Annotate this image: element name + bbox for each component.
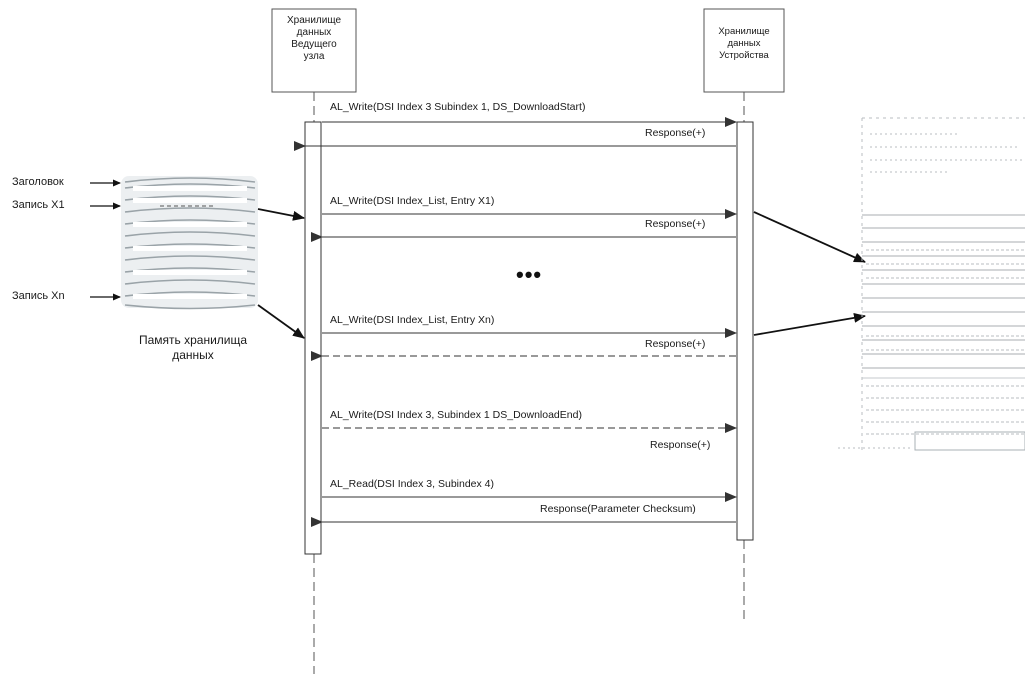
memory-to-master-arrow-1 [257,208,305,221]
device-storage-label: Хранилище данных Устройства [704,26,784,62]
record-xn-label: Запись Xn [12,290,65,302]
memory-caption-line: данных [172,348,214,362]
device-description-document [838,117,1025,451]
master-label-line: Ведущего [291,39,337,50]
msg-response-2-label: Response(+) [645,218,706,230]
header-label: Заголовок [12,176,64,188]
msg-download-start-label: AL_Write(DSI Index 3 Subindex 1, DS_Down… [330,101,586,113]
memory-to-master-arrow-2 [257,304,305,339]
master-storage-label: Хранилище данных Ведущего узла [272,15,356,63]
record-x1-label: Запись X1 [12,199,65,211]
device-label-line: Хранилище [718,26,770,37]
master-label-line: узла [303,51,325,62]
device-label-line: Устройства [719,50,769,61]
device-activation-bar [736,121,754,541]
master-label-line: данных [296,27,332,38]
msg-read-checksum-label: AL_Read(DSI Index 3, Subindex 4) [330,478,495,490]
memory-caption-line: Память хранилища [138,333,248,347]
device-storage-box [703,8,785,93]
memory-stack [121,176,258,310]
device-to-document-arrow-1 [753,211,866,263]
master-storage-box [271,8,357,93]
device-to-document-arrow-2 [753,312,866,336]
device-label-line: данных [727,38,761,49]
message-arrows [294,117,737,527]
msg-response-3-label: Response(+) [645,338,706,350]
ellipsis-indicator: ••• [516,262,543,287]
msg-write-x1-label: AL_Write(DSI Index_List, Entry X1) [330,195,495,207]
msg-response-4-label: Response(+) [650,439,711,451]
master-label-line: Хранилище [287,15,341,26]
master-activation-bar [304,121,322,555]
msg-write-xn-label: AL_Write(DSI Index_List, Entry Xn) [330,314,495,326]
memory-caption: Память хранилища данных [118,333,268,363]
msg-download-end-label: AL_Write(DSI Index 3, Subindex 1 DS_Down… [330,409,582,421]
msg-response-checksum-label: Response(Parameter Checksum) [540,503,696,515]
msg-response-1-label: Response(+) [645,127,706,139]
